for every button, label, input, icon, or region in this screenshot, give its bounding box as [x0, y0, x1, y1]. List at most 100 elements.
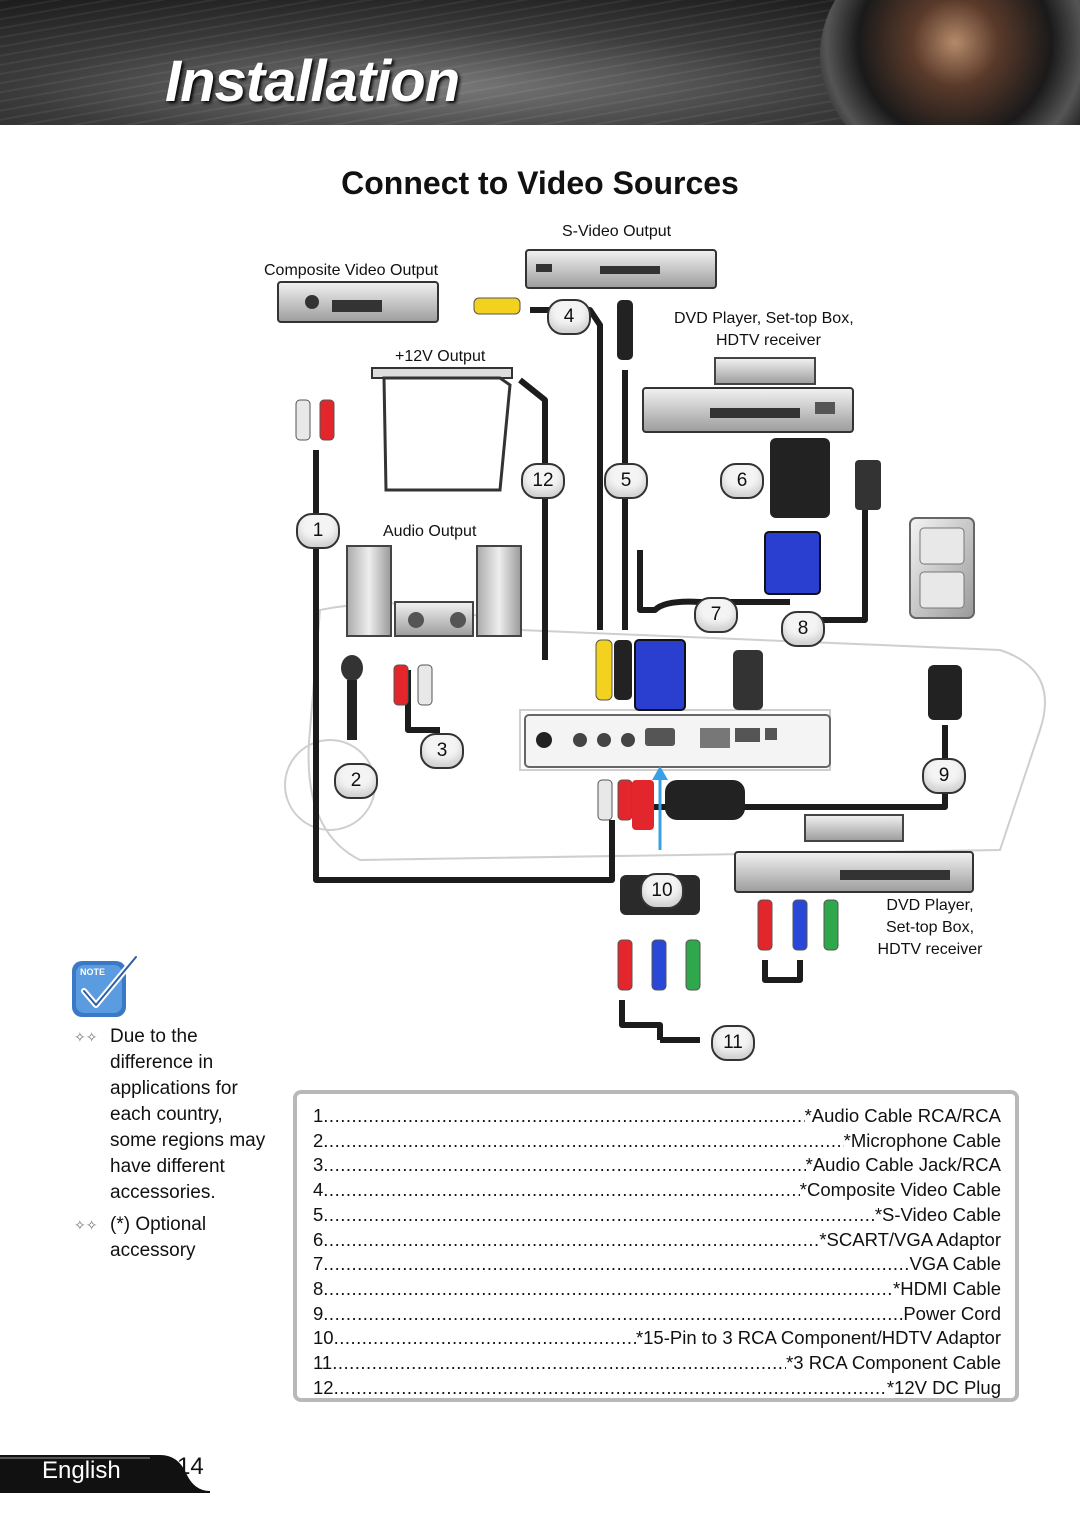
legend-row: 6 *SCART/VGA Adaptor: [313, 1228, 1001, 1253]
leader-dots: [323, 1178, 799, 1203]
hdmi-plugs: [665, 460, 881, 820]
microphone: [341, 655, 363, 740]
dvd-bottom-label-line2: Set-top Box,: [885, 919, 975, 936]
legend-row: 12 *12V DC Plug: [313, 1376, 1001, 1401]
leader-dots: [323, 1252, 909, 1277]
header-banner: Installation: [0, 0, 1080, 125]
page-number: 14: [177, 1453, 204, 1480]
rca-plugs: [295, 297, 839, 991]
callout-10: 10: [640, 873, 684, 909]
audio-output-label: Audio Output: [383, 523, 477, 540]
legend-text: *S-Video Cable: [874, 1203, 1001, 1225]
leader-dots: [334, 1376, 887, 1401]
legend-text: VGA Cable: [909, 1253, 1001, 1275]
leader-dots: [323, 1277, 893, 1302]
audio-output-system: [346, 545, 522, 637]
leader-dots: [323, 1153, 805, 1178]
callout-6: 6: [720, 463, 764, 499]
legend-number: 1: [313, 1105, 324, 1126]
callout-11: 11: [711, 1025, 755, 1061]
leader-dots: [332, 1351, 786, 1376]
dvd-top-label-line2: HDTV receiver: [716, 332, 821, 349]
legend-number: 8: [313, 1277, 324, 1299]
legend-row: 8 *HDMI Cable: [313, 1277, 1001, 1302]
legend-number: 3: [313, 1154, 324, 1176]
legend-row: 7 VGA Cable: [313, 1252, 1001, 1277]
legend-number: 10: [313, 1327, 334, 1349]
callout-1: 1: [296, 513, 340, 549]
leader-dots: [323, 1203, 875, 1228]
legend-text: *HDMI Cable: [893, 1277, 1001, 1299]
projector-lens-image: [820, 0, 1080, 125]
legend-row: 3 *Audio Cable Jack/RCA: [313, 1153, 1001, 1178]
composite-output-label: Composite Video Output: [264, 262, 439, 279]
legend-text: *Audio Cable Jack/RCA: [805, 1154, 1001, 1176]
leader-dots: [323, 1104, 804, 1129]
footer-language-tab: [0, 1455, 210, 1493]
note-icon: NOTE: [70, 954, 142, 1019]
bottom-dvd-device: [734, 814, 974, 893]
footer-language: English: [42, 1457, 121, 1484]
svideo-output-device: [525, 249, 717, 289]
legend-row: 1 *Audio Cable RCA/RCA: [313, 1104, 1001, 1129]
legend-number: 9: [313, 1302, 324, 1324]
diamond-bullet-icon: ✧✧: [74, 1029, 98, 1045]
callout-9: 9: [922, 758, 966, 794]
top-dvd-device: [642, 357, 854, 433]
legend-number: 5: [313, 1203, 324, 1225]
composite-output-device: [277, 281, 439, 323]
legend-number: 2: [313, 1129, 324, 1151]
dvd-bottom-label-line1: DVD Player,: [886, 897, 974, 914]
legend-text: *Composite Video Cable: [799, 1179, 1001, 1201]
note-item-text: (*) Optional accessory: [110, 1214, 207, 1261]
leader-dots: [334, 1326, 636, 1351]
notes-list: ✧✧ Due to the difference in applications…: [74, 1024, 274, 1270]
dvd-top-label-line1: DVD Player, Set-top Box,: [674, 310, 854, 327]
power-plug: [632, 665, 962, 830]
legend-text: Power Cord: [903, 1302, 1001, 1324]
legend-text: *Microphone Cable: [843, 1129, 1001, 1151]
legend-number: 12: [313, 1376, 334, 1398]
callout-12: 12: [521, 463, 565, 499]
note-item: ✧✧ (*) Optional accessory: [74, 1212, 274, 1264]
dvd-bottom-label-line3: HDTV receiver: [877, 941, 983, 958]
legend-number: 6: [313, 1228, 324, 1250]
cable-legend: 1 *Audio Cable RCA/RCA 2 *Microphone Cable…: [293, 1090, 1019, 1402]
callout-8: 8: [781, 611, 825, 647]
wall-outlet: [909, 517, 975, 619]
callout-2: 2: [334, 763, 378, 799]
note-badge-text: NOTE: [80, 967, 105, 977]
legend-text: *3 RCA Component Cable: [786, 1352, 1001, 1373]
blue-arrow: [652, 766, 668, 850]
legend-number: 7: [313, 1253, 324, 1275]
legend-row: 11 *3 RCA Component Cable: [313, 1351, 1001, 1376]
callout-5: 5: [604, 463, 648, 499]
legend-number: 11: [313, 1352, 333, 1373]
note-item-text: Due to the difference in applications fo…: [110, 1026, 266, 1203]
projector-io-panel: [524, 714, 831, 768]
connection-diagram-svg: [277, 249, 1046, 1043]
svideo-plug: [614, 300, 633, 700]
legend-row: 9 Power Cord: [313, 1302, 1001, 1327]
legend-text: *SCART/VGA Adaptor: [819, 1228, 1001, 1250]
legend-text: *Audio Cable RCA/RCA: [804, 1105, 1001, 1126]
callout-4: 4: [547, 299, 591, 335]
projection-screen: [371, 367, 513, 492]
diamond-bullet-icon: ✧✧: [74, 1217, 98, 1233]
leader-dots: [323, 1129, 843, 1154]
connection-diagram: S-Video Output Composite Video Output DV…: [0, 210, 1080, 1070]
legend-number: 4: [313, 1179, 324, 1201]
note-badge-svg: NOTE: [72, 954, 139, 1017]
legend-row: 5 *S-Video Cable: [313, 1203, 1001, 1228]
note-item: ✧✧ Due to the difference in applications…: [74, 1024, 274, 1206]
leader-dots: [323, 1228, 819, 1253]
legend-row: 2 *Microphone Cable: [313, 1129, 1001, 1154]
callout-3: 3: [420, 733, 464, 769]
svideo-output-label: S-Video Output: [562, 223, 672, 240]
legend-row: 4 *Composite Video Cable: [313, 1178, 1001, 1203]
footer-tab-shape: [0, 1455, 210, 1493]
section-title: Connect to Video Sources: [341, 165, 739, 201]
legend-text: *12V DC Plug: [886, 1376, 1001, 1398]
leader-dots: [323, 1302, 903, 1327]
output-12v-label: +12V Output: [395, 348, 486, 365]
